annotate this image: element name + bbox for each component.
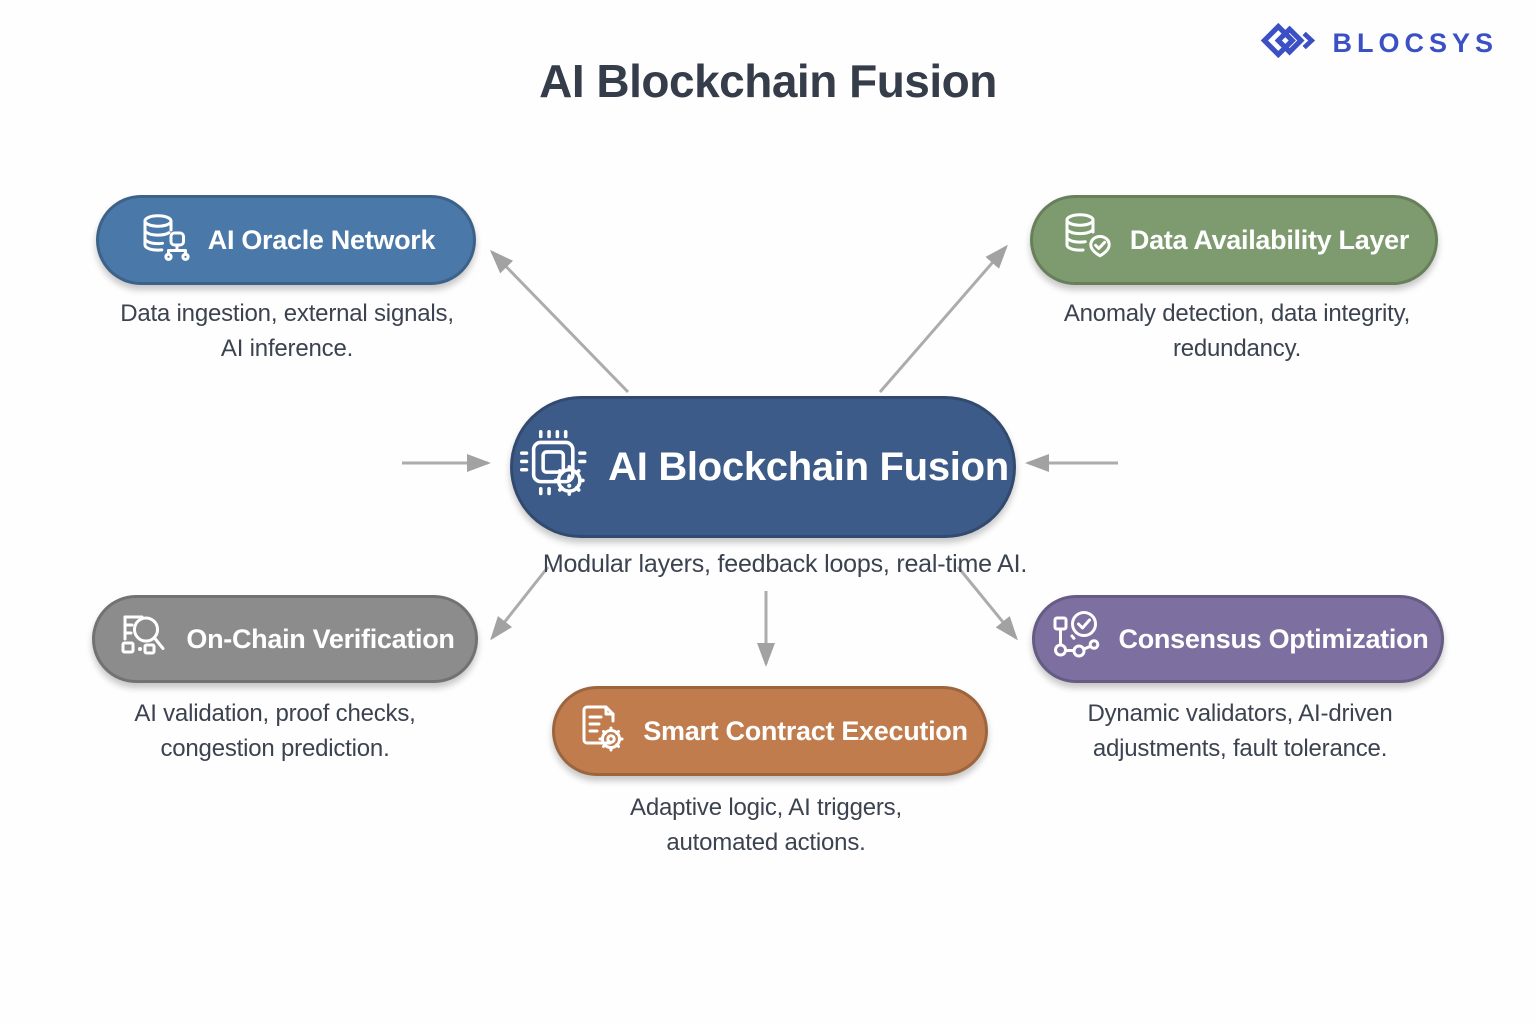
node-label: Data Availability Layer [1129,224,1410,255]
node-smart-contract-execution: Smart Contract Execution [552,686,988,776]
chip-gear-icon [517,427,593,508]
node-label: AI Oracle Network [207,224,436,255]
blocsys-logo-icon [1260,18,1322,69]
node-ai-oracle-network: AI Oracle Network [96,195,476,285]
arrow-center-to-oracle [489,249,630,394]
node-description-on-chain-verification: AI validation, proof checks, congestion … [134,700,416,762]
node-description-ai-oracle-network: Data ingestion, external signals, AI inf… [120,300,454,362]
node-description-smart-contract-execution: Adaptive logic, AI triggers, automated a… [630,794,902,856]
node-label: On-Chain Verification [186,623,455,654]
database-check-icon [1059,210,1115,271]
network-check-icon [1048,609,1104,670]
node-center-ai-blockchain-fusion: AI Blockchain Fusion [510,396,1016,538]
center-node-label: AI Blockchain Fusion [608,444,1009,489]
blocks-magnifier-icon [115,609,171,670]
database-network-icon [137,210,193,271]
node-description-consensus-optimization: Dynamic validators, AI-driven adjustment… [1087,700,1393,762]
center-node-description: Modular layers, feedback loops, real-tim… [542,550,1028,578]
node-on-chain-verification: On-Chain Verification [92,595,478,683]
node-description-data-availability-layer: Anomaly detection, data integrity, redun… [1063,300,1411,362]
brand-logo: BLOCSYS [1260,18,1498,69]
node-data-availability-layer: Data Availability Layer [1030,195,1438,285]
node-label: Consensus Optimization [1118,623,1429,654]
document-gear-icon [572,701,628,762]
arrow-center-to-availability [878,244,1008,393]
brand-name: BLOCSYS [1332,28,1498,58]
node-label: Smart Contract Execution [643,715,968,746]
page-title: AI Blockchain Fusion [539,55,997,107]
node-consensus-optimization: Consensus Optimization [1032,595,1444,683]
